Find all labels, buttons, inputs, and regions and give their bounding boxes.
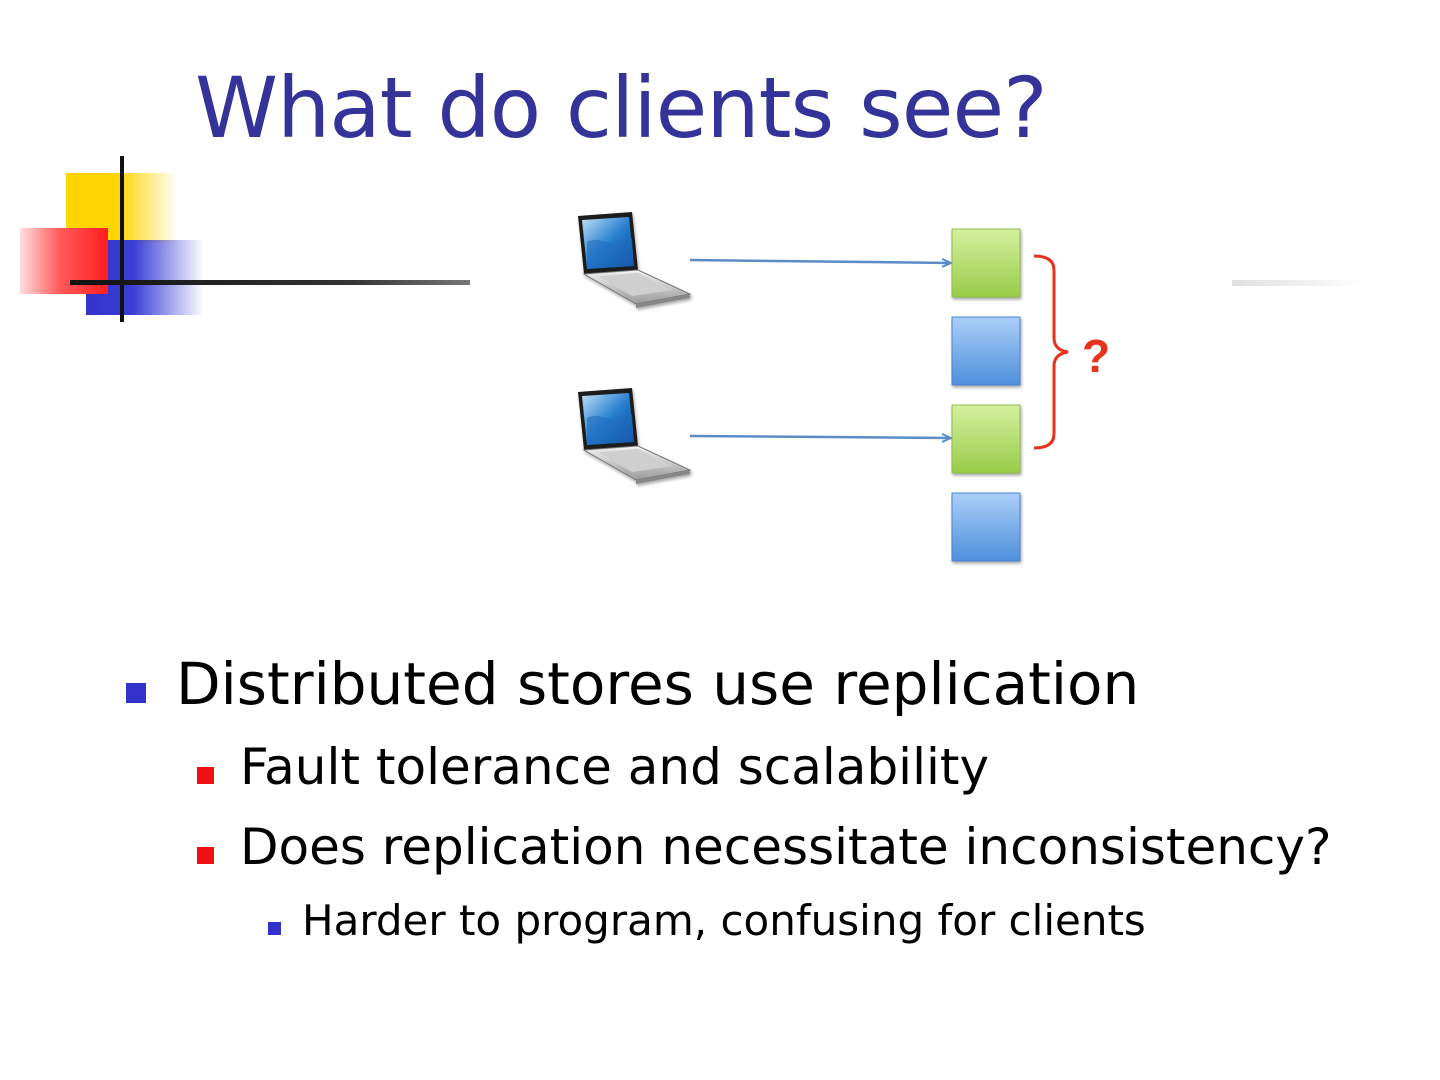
slide-title: What do clients see?	[195, 59, 1048, 157]
bullet-level2: Fault tolerance and scalability	[240, 738, 990, 796]
decorative-vertical-line	[120, 156, 124, 322]
replica-node-green	[951, 228, 1021, 298]
request-arrow	[689, 436, 950, 438]
bullet-marker	[126, 683, 146, 703]
replica-node-blue	[951, 492, 1021, 562]
replica-node-green	[951, 404, 1021, 474]
decorative-horizontal-line-right	[1232, 280, 1367, 286]
replica-node-blue	[951, 316, 1021, 386]
bullet-marker	[268, 922, 281, 935]
decorative-horizontal-line	[70, 280, 470, 285]
replication-diagram: ?	[578, 212, 1110, 562]
bullet-marker	[197, 847, 214, 864]
request-arrow	[689, 260, 950, 263]
grouping-bracket	[1033, 254, 1069, 450]
bullet-marker	[197, 767, 214, 784]
bracket-question-mark: ?	[1082, 330, 1110, 382]
bullet-level1: Distributed stores use replication	[176, 650, 1140, 718]
laptop-icon	[578, 212, 692, 308]
bullet-level3: Harder to program, confusing for clients	[302, 896, 1146, 945]
laptop-icon	[578, 388, 692, 484]
bullet-level2: Does replication necessitate inconsisten…	[240, 818, 1332, 876]
